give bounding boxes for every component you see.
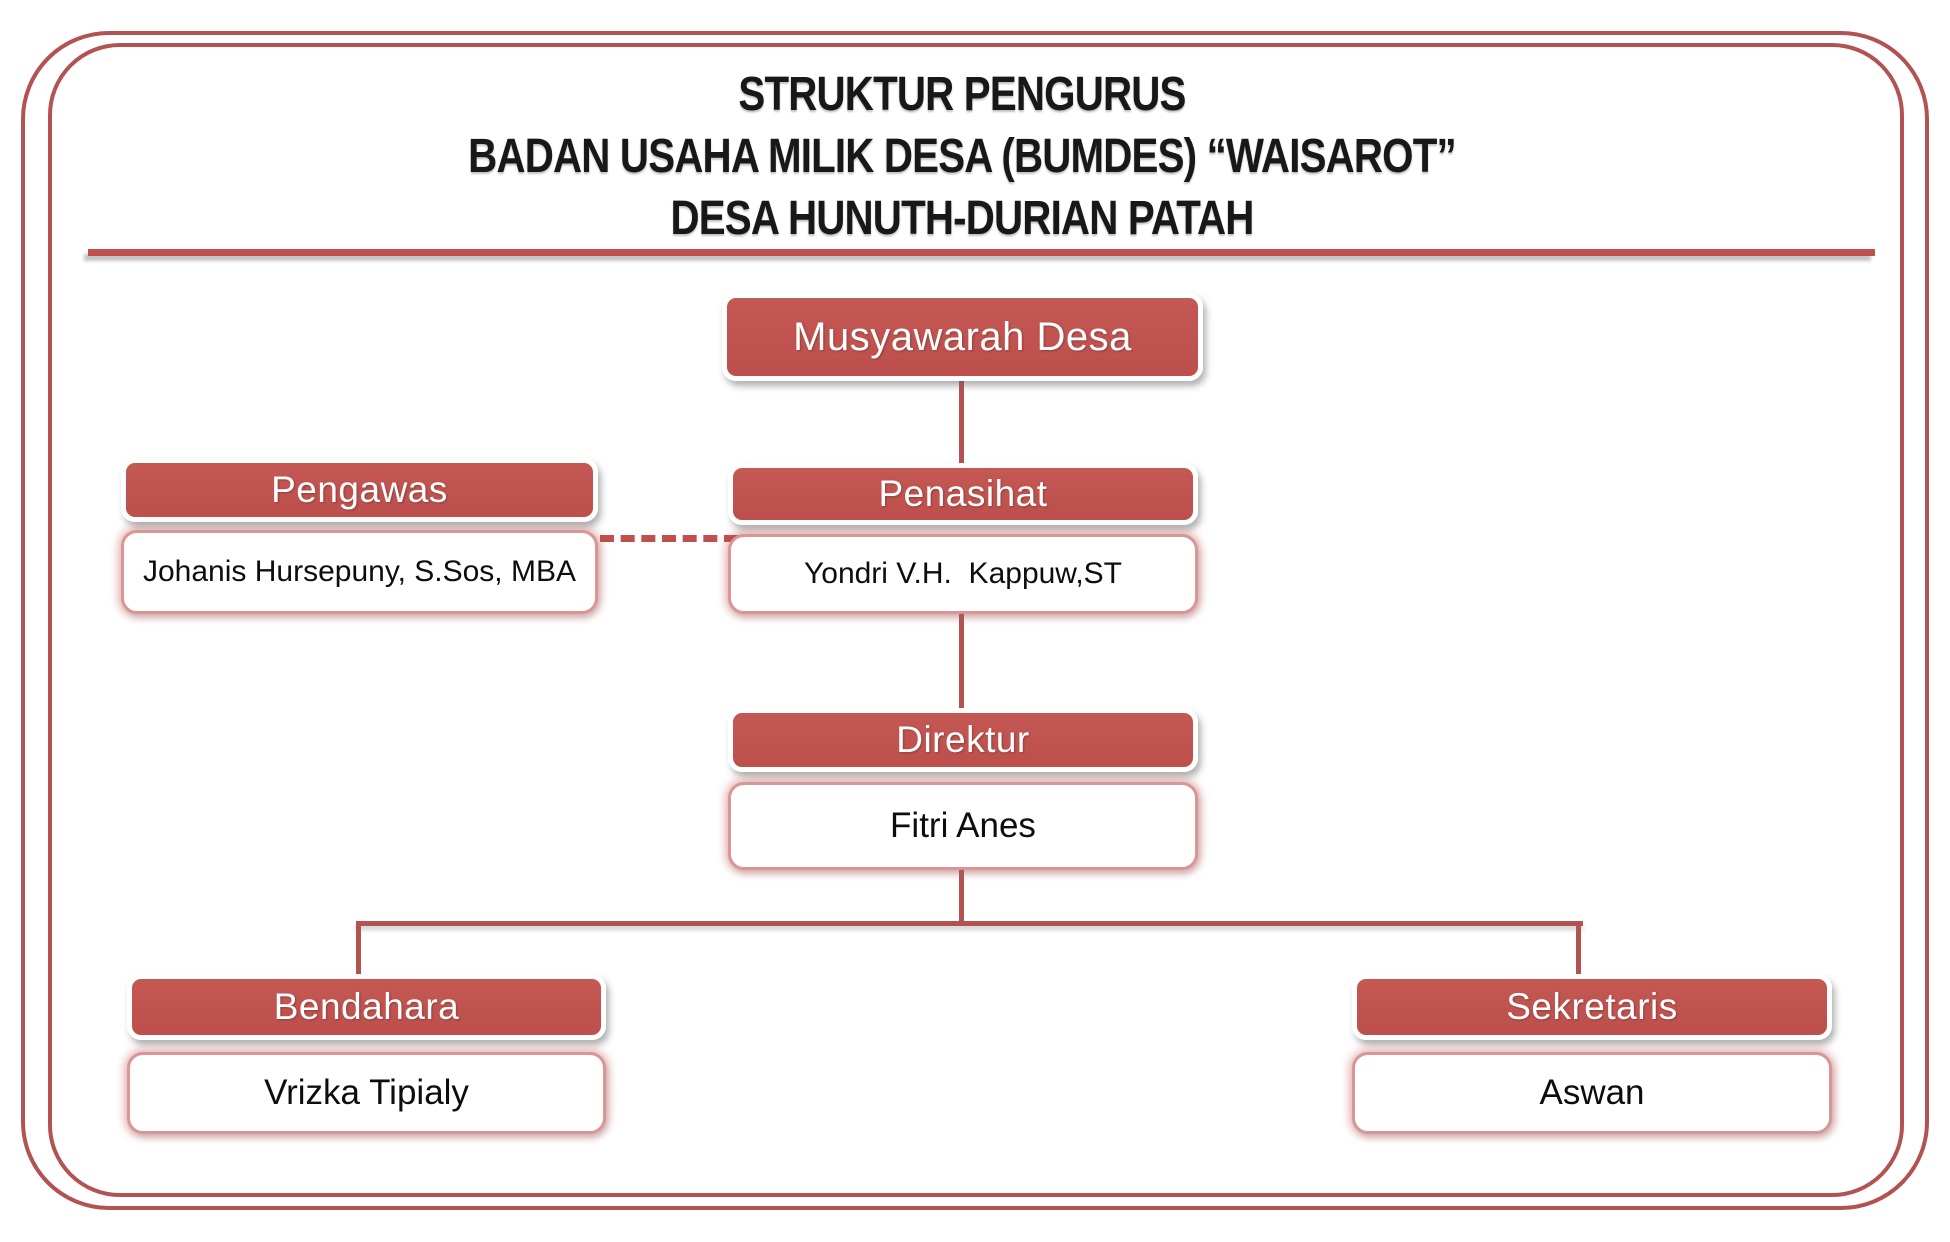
org-label-penasihat: Penasihat — [878, 473, 1048, 514]
title-underline-rule — [88, 249, 1875, 256]
org-label-direktur: Direktur — [896, 719, 1030, 760]
diagram-title-line-3: DESA HUNUTH-DURIAN PATAH — [670, 192, 1254, 245]
org-name-bendahara: Vrizka Tipialy — [264, 1073, 469, 1112]
diagram-title-line-2: BADAN USAHA MILIK DESA (BUMDES) “WAISARO… — [468, 130, 1456, 183]
org-box-penasihat: Penasihat — [728, 463, 1198, 525]
org-label-pengawas: Pengawas — [271, 469, 448, 510]
org-name-direktur: Fitri Anes — [890, 806, 1036, 845]
connector-musyawarah-penasihat — [959, 378, 964, 466]
org-name-box-direktur: Fitri Anes — [728, 782, 1198, 870]
org-name-box-bendahara: Vrizka Tipialy — [127, 1052, 606, 1134]
org-box-direktur: Direktur — [728, 708, 1198, 772]
org-box-sekretaris: Sekretaris — [1352, 974, 1832, 1040]
page-border-outer — [21, 31, 1929, 1210]
connector-branch-to-sekretaris — [1576, 921, 1581, 978]
diagram-title: STRUKTUR PENGURUS BADAN USAHA MILIK DESA… — [0, 64, 1924, 250]
org-name-box-penasihat: Yondri V.H. Kappuw,ST — [728, 534, 1198, 614]
org-name-box-pengawas: Johanis Hursepuny, S.Sos, MBA — [121, 530, 598, 614]
connector-branch-to-bendahara — [356, 921, 361, 978]
org-name-pengawas: Johanis Hursepuny, S.Sos, MBA — [143, 555, 576, 588]
connector-branch-horizontal — [356, 921, 1583, 926]
page-border-inner — [48, 43, 1904, 1197]
org-label-musyawarah-desa: Musyawarah Desa — [793, 314, 1132, 359]
org-name-sekretaris: Aswan — [1539, 1073, 1645, 1112]
org-label-bendahara: Bendahara — [273, 986, 460, 1027]
org-name-box-sekretaris: Aswan — [1352, 1052, 1832, 1134]
connector-penasihat-direktur — [959, 611, 964, 711]
connector-direktur-branch — [959, 867, 964, 925]
org-name-penasihat: Yondri V.H. Kappuw,ST — [804, 557, 1122, 590]
org-box-bendahara: Bendahara — [127, 974, 606, 1040]
org-box-musyawarah-desa: Musyawarah Desa — [722, 293, 1203, 381]
diagram-title-line-1: STRUKTUR PENGURUS — [738, 68, 1186, 121]
org-label-sekretaris: Sekretaris — [1506, 986, 1678, 1027]
connector-pengawas-penasihat-dashed — [600, 535, 738, 542]
org-box-pengawas: Pengawas — [121, 458, 598, 522]
